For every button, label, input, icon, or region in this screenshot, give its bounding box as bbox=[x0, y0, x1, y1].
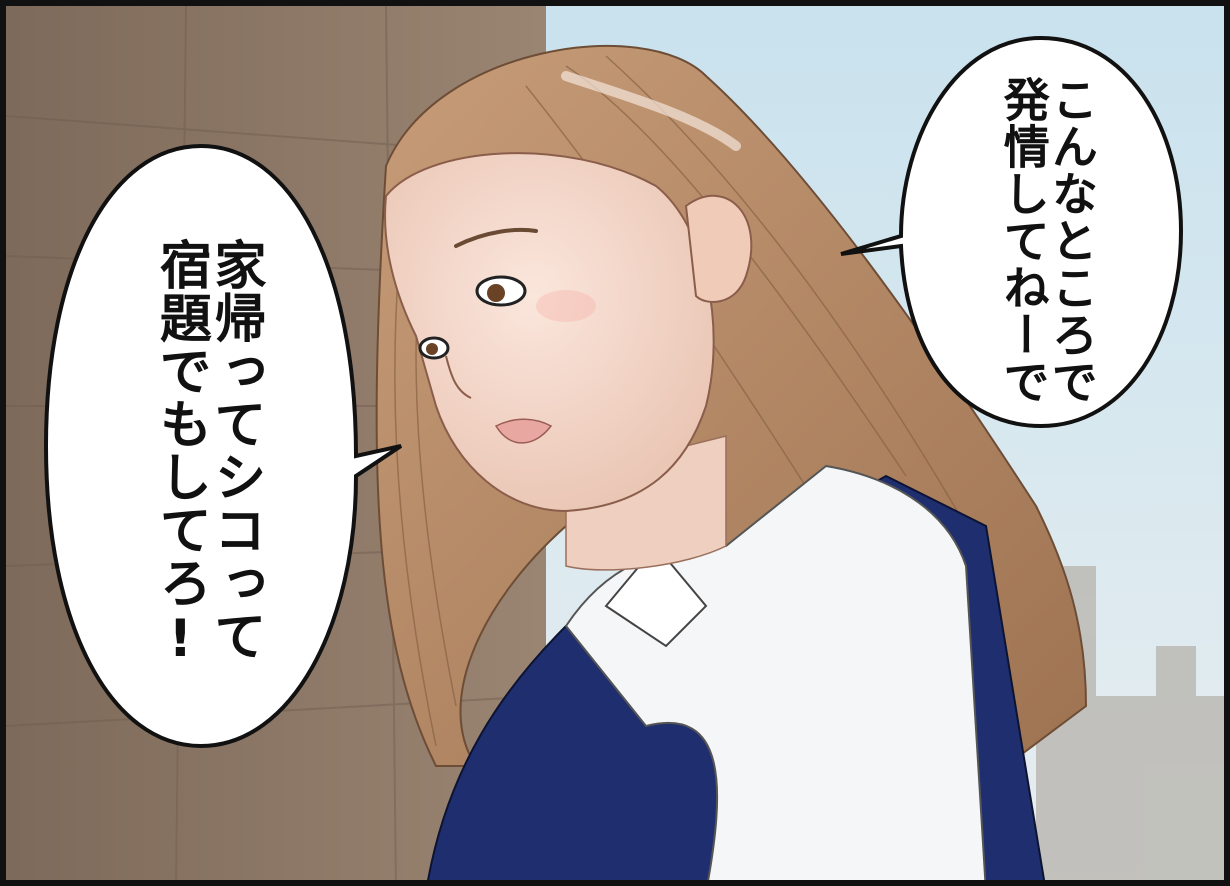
nose bbox=[445, 355, 472, 399]
right-bubble-text: こんなところで 発情してねーで bbox=[986, 76, 1099, 416]
left-bubble-line-1: 家帰ってシコって bbox=[205, 238, 265, 662]
panel-artwork bbox=[6, 6, 1224, 880]
blush bbox=[536, 290, 596, 322]
lips bbox=[494, 418, 553, 444]
left-iris bbox=[426, 343, 438, 355]
left-speech-bubble bbox=[43, 143, 403, 749]
eyebrow bbox=[454, 227, 538, 248]
right-bubble-line-2: 発情してねーで bbox=[996, 76, 1051, 405]
hair-highlight bbox=[561, 71, 741, 151]
left-bubble-text: 家帰ってシコって 宿題でもしてろ! bbox=[134, 238, 265, 670]
right-speech-bubble bbox=[840, 35, 1184, 429]
right-iris bbox=[487, 284, 505, 302]
ear bbox=[684, 194, 753, 303]
right-bubble-line-1: こんなところで bbox=[1045, 76, 1099, 405]
left-bubble-line-2: 宿題でもしてろ! bbox=[150, 238, 211, 670]
